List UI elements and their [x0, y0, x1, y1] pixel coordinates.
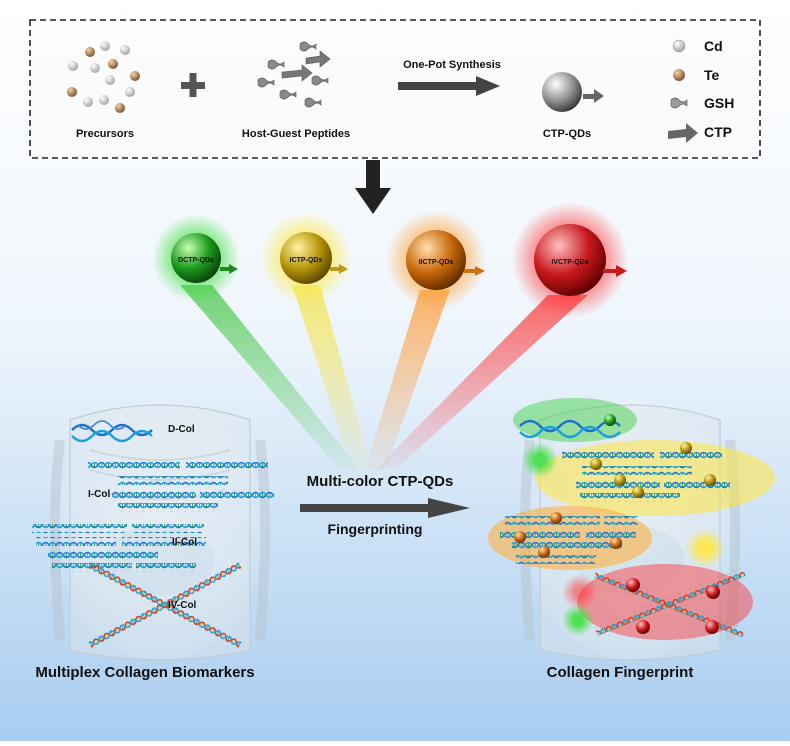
- right-i-col-fibrils: [562, 442, 730, 502]
- ii-col-label: II-Col: [172, 537, 197, 548]
- left-title: Multiplex Collagen Biomarkers: [35, 664, 254, 681]
- qd-green-label: DCTP-QDs: [178, 257, 214, 264]
- d-col-label: D-Col: [168, 424, 195, 435]
- fingerprinting-label: Fingerprinting: [328, 521, 423, 537]
- ctpqd-label: CTP-QDs: [543, 128, 591, 140]
- gsh-icon: [670, 97, 688, 109]
- right-d-col-helix: [519, 414, 621, 439]
- precursors-label: Precursors: [76, 128, 134, 140]
- peptides-icon: [257, 41, 331, 108]
- orange-beam: [365, 290, 450, 470]
- legend-cd-label: Cd: [704, 38, 723, 54]
- qd-yellow: ICTP-QDs: [260, 212, 352, 304]
- iv-col-network: [87, 560, 243, 649]
- d-col-helix: [71, 420, 153, 443]
- fingerprinting-arrow-icon: [300, 498, 470, 518]
- i-col-label: I-Col: [88, 489, 110, 500]
- synthesis-panel: [29, 19, 761, 159]
- synthesis-arrow-icon: [398, 76, 500, 96]
- plus-icon: [181, 73, 205, 97]
- right-iv-col-network: [593, 567, 746, 638]
- qd-red: IVCTP-QDs: [512, 202, 628, 318]
- ctp-qd-sphere-icon: [542, 72, 604, 112]
- multicolor-label: Multi-color CTP-QDs: [307, 473, 454, 490]
- legend: Cd Te GSH CTP: [668, 38, 734, 143]
- qd-orange: IICTP-QDs: [386, 210, 486, 310]
- legend-ctp-label: CTP: [704, 124, 732, 140]
- legend-gsh-label: GSH: [704, 95, 734, 111]
- right-title: Collagen Fingerprint: [547, 664, 694, 681]
- down-arrow-icon: [355, 160, 391, 214]
- precursor-atoms-icon: [67, 41, 140, 113]
- cd-atom-icon: [672, 39, 686, 53]
- ctp-arrow-icon: [668, 123, 698, 143]
- iv-col-label: IV-Col: [168, 600, 197, 611]
- i-col-fibrils: [88, 462, 274, 512]
- synthesis-label: One-Pot Synthesis: [403, 59, 501, 71]
- legend-te-label: Te: [704, 67, 720, 83]
- qd-orange-label: IICTP-QDs: [419, 259, 454, 266]
- qd-green: DCTP-QDs: [152, 214, 240, 302]
- right-ii-col-fibrils: [500, 512, 638, 564]
- yellow-beam: [292, 285, 372, 470]
- te-atom-icon: [673, 69, 685, 81]
- light-beams: [180, 285, 588, 470]
- qd-yellow-label: ICTP-QDs: [290, 257, 323, 264]
- peptides-label: Host-Guest Peptides: [242, 128, 350, 140]
- qd-red-label: IVCTP-QDs: [551, 259, 588, 266]
- red-beam: [375, 295, 588, 470]
- green-beam: [180, 285, 360, 470]
